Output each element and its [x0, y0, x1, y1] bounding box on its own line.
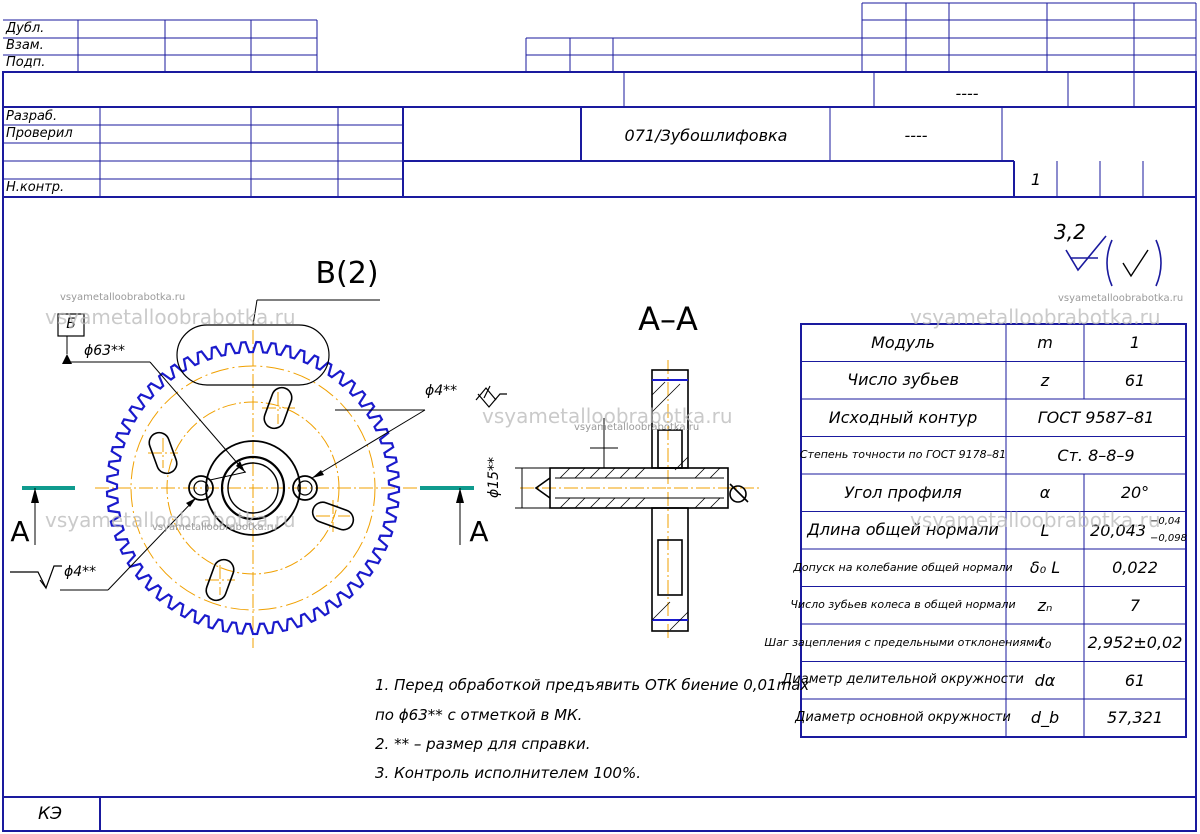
label-dubl: Дубл.: [6, 21, 45, 36]
dim-phi4-top: ϕ4**: [425, 383, 458, 399]
note-3: 3. Контроль исполнителем 100%.: [375, 764, 641, 782]
title-block-thin-lines: [3, 2, 1197, 197]
table-row-name: Диаметр делительной окружности: [782, 672, 1024, 688]
table-row-name: Степень точности по ГОСТ 9178–81: [799, 448, 1007, 462]
centerlines: [95, 330, 420, 648]
watermark-5: vsyametalloobrabotka.ru: [910, 508, 1161, 532]
watermark-4-small: vsyametalloobrabotka.ru: [152, 522, 278, 533]
table-row-value: 7: [1129, 595, 1141, 615]
watermark-2-small: vsyametalloobrabotka.ru: [574, 422, 700, 433]
table-row-symbol: zₙ: [1037, 595, 1053, 615]
general-roughness-symbol: [1065, 235, 1162, 287]
note-2: 2. ** – размер для справки.: [375, 735, 591, 753]
label-vzam: Взам.: [6, 38, 44, 53]
table-row-value: 61: [1124, 670, 1146, 690]
label-proveril: Проверил: [6, 126, 73, 141]
table-row-symbol: α: [1039, 483, 1051, 502]
table-row-name: Число зубьев колеса в общей нормали: [790, 598, 1016, 612]
label-razrab: Разраб.: [6, 109, 58, 124]
dim-phi15: ϕ15**: [486, 456, 502, 498]
watermark-4: vsyametalloobrabotka.ru: [45, 508, 296, 532]
note-1: 1. Перед обработкой предъявить ОТК биени…: [375, 676, 810, 694]
section-view: [420, 360, 760, 640]
table-row-name: Исходный контур: [828, 407, 978, 427]
table-row-symbol: L: [1040, 520, 1050, 540]
table-tolerance-upper: −0,04: [1150, 515, 1181, 527]
section-mark-left-label: А: [10, 515, 30, 548]
table-row-value: 1: [1129, 333, 1141, 352]
table-row-name: Длина общей нормали: [807, 520, 999, 540]
table-row-symbol: z: [1040, 370, 1050, 390]
table-row-name: Модуль: [871, 332, 935, 352]
table-row-symbol: m: [1037, 333, 1053, 352]
params-table-frame: [800, 323, 1187, 738]
table-row-symbol: t₀: [1038, 633, 1052, 652]
table-row-value: 57,321: [1107, 708, 1163, 727]
table-row-value: 20,043: [1090, 520, 1146, 540]
roughness-marks: [10, 385, 507, 590]
placeholder-dash-top: ----: [955, 84, 979, 103]
datum-triangle: [62, 354, 72, 364]
operation-title: 071/Зубошлифовка: [624, 126, 788, 145]
hub: [188, 440, 318, 536]
roughness-value: 3,2: [1054, 220, 1086, 244]
table-row-name: Допуск на колебание общей нормали: [793, 560, 1013, 574]
watermark-3-small: vsyametalloobrabotka.ru: [1058, 293, 1184, 304]
table-row-symbol: dα: [1034, 670, 1056, 690]
datum-box: [57, 313, 85, 337]
table-row-name: Угол профиля: [844, 482, 962, 502]
table-row-name: Шаг зацепления с предельными отклонениям…: [764, 635, 1042, 649]
table-tolerance-lower: −0,098: [1150, 532, 1188, 544]
table-row-name: Диаметр основной окружности: [795, 709, 1011, 725]
gear-front-view: [10, 299, 507, 648]
watermark-2: vsyametalloobrabotka.ru: [482, 404, 733, 428]
sheet-number: 1: [1030, 170, 1042, 189]
watermark-1: vsyametalloobrabotka.ru: [45, 305, 296, 329]
lightening-slots: [148, 386, 355, 602]
gear-teeth-outline: [105, 340, 401, 636]
section-mark-right-label: А: [469, 515, 489, 548]
dim-phi63: ϕ63**: [84, 343, 126, 359]
placeholder-dash-mid: ----: [904, 126, 928, 145]
table-row-value: 0,022: [1112, 558, 1158, 577]
table-row-value: Ст. 8–8–9: [1057, 445, 1135, 465]
dim-phi4-bottom: ϕ4**: [64, 564, 97, 580]
note-1-cont: по ϕ63** с отметкой в МК.: [375, 706, 583, 724]
section-hatching: [559, 381, 721, 631]
view-label: В(2): [315, 256, 379, 291]
title-block-frame: [2, 71, 1197, 832]
watermark-1-small: vsyametalloobrabotka.ru: [60, 292, 186, 303]
table-row-value: 2,952±0,02: [1087, 633, 1183, 652]
label-podp: Подп.: [6, 55, 46, 70]
leader-arrows: [186, 461, 324, 507]
dimension-leaders: [60, 361, 426, 591]
table-row-name: Число зубьев: [847, 370, 959, 390]
table-row-value: 61: [1124, 370, 1146, 390]
datum-letter: Б: [66, 316, 76, 332]
label-nkontr: Н.контр.: [6, 180, 65, 195]
table-row-symbol: d_b: [1030, 708, 1060, 727]
table-row-symbol: δ₀ L: [1029, 558, 1061, 577]
footer-code: КЭ: [38, 804, 62, 824]
table-row-value: ГОСТ 9587–81: [1037, 408, 1155, 427]
table-row-value: 20°: [1120, 483, 1150, 502]
watermark-3: vsyametalloobrabotka.ru: [910, 305, 1161, 329]
section-title: А–А: [638, 300, 698, 338]
